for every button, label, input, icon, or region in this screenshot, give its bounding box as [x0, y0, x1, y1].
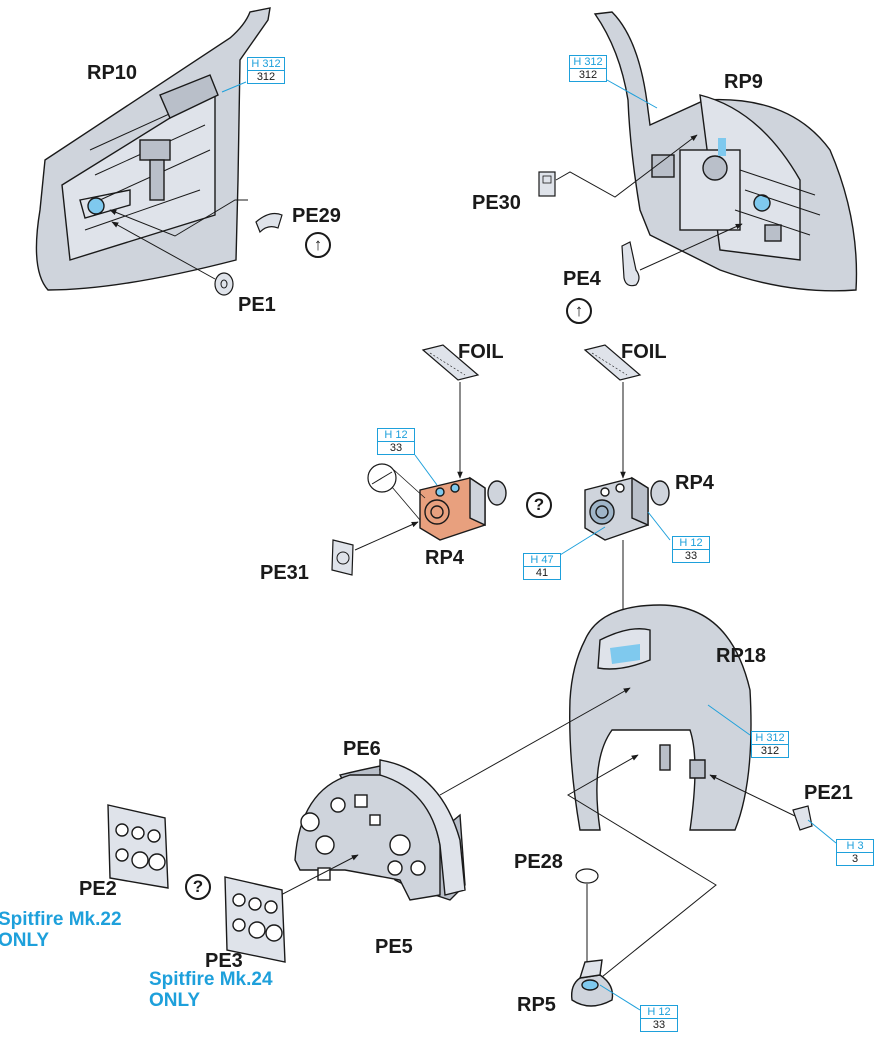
- label-pe4: PE4: [563, 268, 601, 290]
- pe21-part: [792, 805, 813, 831]
- label-pe28: PE28: [514, 851, 563, 873]
- pe28-part: [575, 868, 599, 884]
- paint-code-rp5: H 12 33: [640, 1005, 678, 1032]
- rp4-left-gauge: [419, 476, 507, 541]
- pe6-instrument-panel: [294, 759, 466, 901]
- bend-arrow-icon: ↑: [566, 298, 592, 324]
- label-pe5: PE5: [375, 936, 413, 958]
- label-rp9: RP9: [724, 71, 763, 93]
- rp10-sidewall: [35, 7, 271, 291]
- paint-code-rp4-right: H 12 33: [672, 536, 710, 563]
- paint-code-rp18: H 312 312: [751, 731, 789, 758]
- pe2-panel: [107, 804, 169, 889]
- label-pe2: PE2: [79, 878, 117, 900]
- label-pe21: PE21: [804, 782, 853, 804]
- note-mk24-line2: ONLY: [149, 990, 201, 1011]
- pe31-part: [331, 539, 354, 576]
- label-foil-left: FOIL: [458, 341, 504, 363]
- foil-left-sheet: [421, 344, 480, 381]
- label-pe6: PE6: [343, 738, 381, 760]
- paint-code-rp4-left: H 12 33: [377, 428, 415, 455]
- option-question-icon: ?: [526, 492, 552, 518]
- rp5-part: [570, 959, 614, 1007]
- foil-right-sheet: [583, 344, 642, 381]
- label-foil-right: FOIL: [621, 341, 667, 363]
- rp4-right-gauge: [584, 476, 670, 541]
- paint-code-rp9: H 312 312: [569, 55, 607, 82]
- label-pe31: PE31: [260, 562, 309, 584]
- pe29-part: [255, 212, 283, 234]
- note-mk22: Spitfire Mk.22 ONLY: [0, 909, 122, 951]
- label-rp5: RP5: [517, 994, 556, 1016]
- note-mk22-line1: Spitfire Mk.22: [0, 909, 122, 930]
- label-pe30: PE30: [472, 192, 521, 214]
- note-mk24: Spitfire Mk.24 ONLY: [149, 969, 273, 1011]
- label-rp4-right: RP4: [675, 472, 714, 494]
- label-rp10: RP10: [87, 62, 138, 84]
- label-rp18: RP18: [716, 645, 767, 667]
- paint-code-pe21: H 3 3: [836, 839, 874, 866]
- pe4-part: [621, 241, 640, 287]
- note-mk24-line1: Spitfire Mk.24: [149, 969, 273, 990]
- pe1-part: [214, 272, 234, 296]
- label-pe1: PE1: [238, 294, 276, 316]
- label-pe3: PE3: [205, 950, 243, 972]
- paint-code-rp10: H 312 312: [247, 57, 285, 84]
- bend-arrow-icon: ↑: [305, 232, 331, 258]
- note-mk22-line2: ONLY: [0, 930, 50, 951]
- label-pe29: PE29: [292, 205, 341, 227]
- option-question-icon: ?: [185, 874, 211, 900]
- rp9-sidewall: [593, 11, 858, 292]
- rp18-bulkhead: [569, 604, 752, 831]
- label-rp4-left: RP4: [425, 547, 464, 569]
- pe3-panel: [224, 876, 286, 963]
- paint-code-rp4-dial: H 47 41: [523, 553, 561, 580]
